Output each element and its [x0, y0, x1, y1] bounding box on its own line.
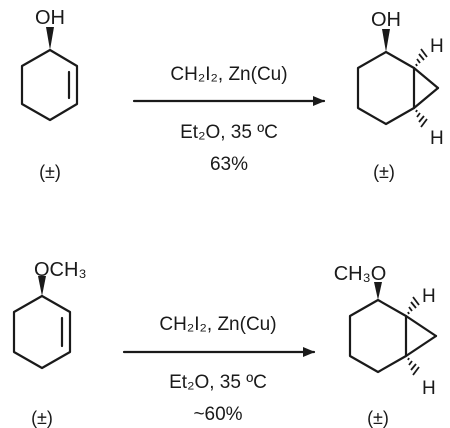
reagents-1-yield: 63%	[210, 154, 248, 175]
cyclohexene-ring	[20, 48, 79, 122]
wedge-bond	[38, 276, 46, 296]
product-2-substituent: CH₃O	[334, 263, 387, 285]
cyclopropane-bond-top	[412, 66, 440, 90]
reaction-1: OH (±) CH₂I₂, Zn(Cu) Et₂O, 35 ºC 63% OH	[20, 7, 444, 182]
wedge-bond	[382, 29, 390, 52]
product-1-substituent: OH	[371, 9, 401, 31]
product-2-structure: CH₃O H H (±)	[334, 263, 438, 428]
reagents-2-yield: ~60%	[193, 404, 242, 425]
product-2-stereo-note: (±)	[367, 408, 389, 428]
product-1-structure: OH H H (±)	[356, 9, 444, 182]
hashed-bond-bottom	[415, 109, 428, 128]
product-1-h-top: H	[430, 36, 444, 57]
reaction-arrow-1: CH₂I₂, Zn(Cu) Et₂O, 35 ºC 63%	[132, 64, 326, 175]
product-1-stereo-note: (±)	[373, 162, 395, 182]
hashed-bond-top	[415, 48, 428, 67]
cyclopropane-bond-top	[404, 314, 438, 338]
hashed-bond-bottom	[407, 357, 420, 376]
reactant-1-structure: OH (±)	[20, 7, 79, 182]
reaction-2: OCH₃ (±) CH₂I₂, Zn(Cu) Et₂O, 35 ºC ~60% …	[12, 259, 438, 428]
cyclohexane-ring	[348, 298, 408, 374]
wedge-bond	[374, 282, 382, 300]
product-2-h-top: H	[422, 286, 436, 307]
reagents-2-line2: Et₂O, 35 ºC	[169, 372, 267, 393]
product-2-h-bottom: H	[422, 378, 436, 399]
cyclohexane-ring	[356, 50, 416, 126]
reagents-2-line1: CH₂I₂, Zn(Cu)	[159, 314, 276, 335]
reactant-2-stereo-note: (±)	[31, 408, 53, 428]
reactant-1-substituent: OH	[35, 7, 65, 29]
reactant-2-structure: OCH₃ (±)	[12, 259, 87, 428]
reagents-1-line2: Et₂O, 35 ºC	[180, 122, 278, 143]
wedge-bond	[46, 27, 54, 50]
reactant-2-substituent: OCH₃	[34, 259, 87, 281]
cyclopropane-bond-bottom	[412, 86, 440, 110]
hashed-bond-top	[407, 296, 420, 315]
reaction-arrow-2: CH₂I₂, Zn(Cu) Et₂O, 35 ºC ~60%	[122, 314, 316, 425]
cyclopropane-bond-bottom	[404, 334, 438, 358]
reactant-1-stereo-note: (±)	[39, 162, 61, 182]
product-1-h-bottom: H	[430, 128, 444, 149]
reagents-1-line1: CH₂I₂, Zn(Cu)	[170, 64, 287, 85]
cyclohexene-ring	[12, 294, 72, 370]
